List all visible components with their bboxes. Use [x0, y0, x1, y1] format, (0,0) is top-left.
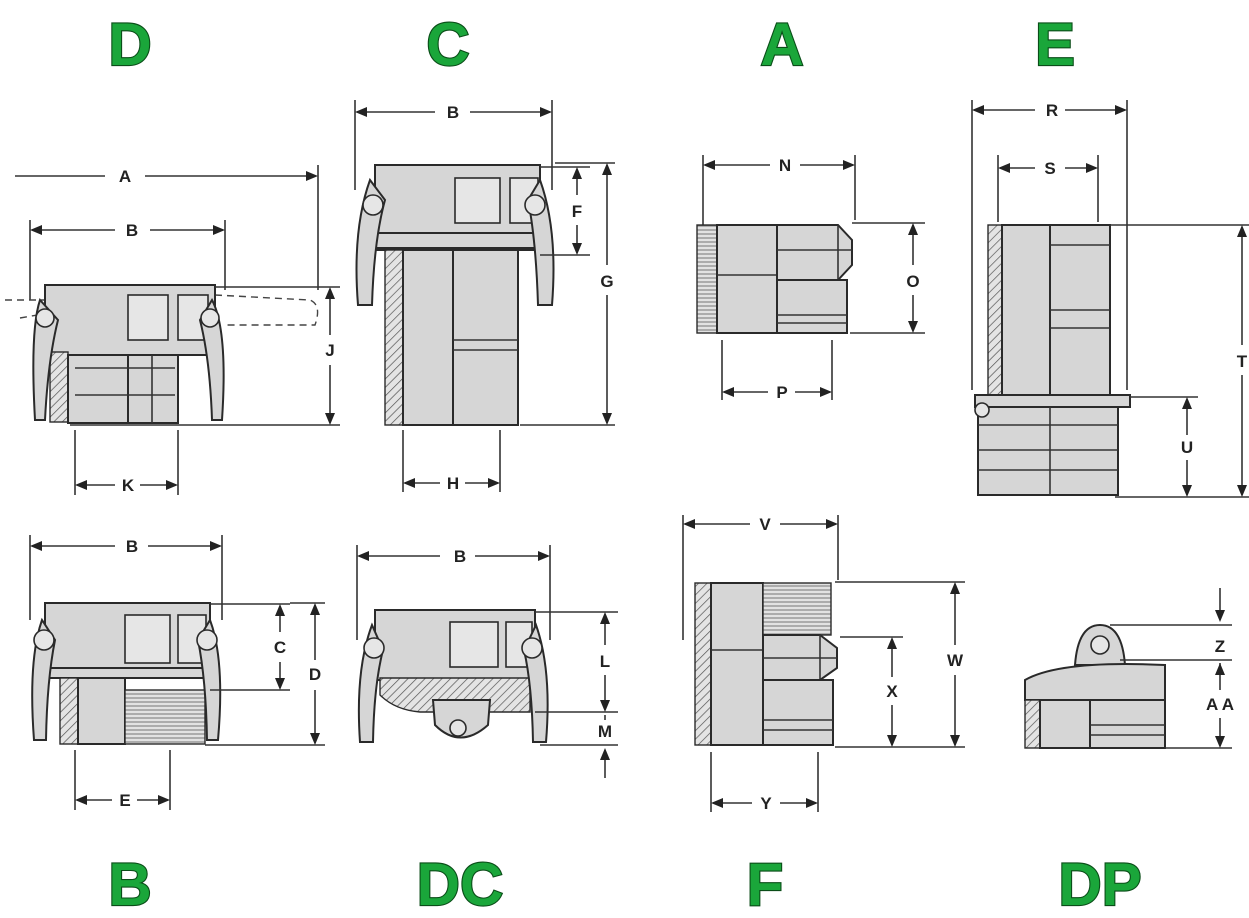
dim-label-dc-l: L	[600, 652, 610, 671]
dim-label-e-r: R	[1046, 101, 1058, 120]
dim-label-d-b: B	[126, 221, 138, 240]
dim-label-e-s: S	[1044, 159, 1055, 178]
adapter-type-e: R S T U	[971, 100, 1249, 498]
adapter-type-f: V W X Y	[682, 515, 965, 813]
adapter-type-a: N O P	[696, 155, 925, 402]
type-label-d: D	[108, 11, 151, 78]
coupler-type-c: B F G H	[354, 100, 615, 493]
dim-label-dc-b: B	[454, 547, 466, 566]
dim-label-d-a: A	[119, 167, 131, 186]
dim-label-f-v: V	[759, 515, 771, 534]
type-label-b: B	[108, 851, 151, 913]
dim-label-f-w: W	[947, 651, 964, 670]
dim-label-dp-aa: A A	[1206, 695, 1234, 714]
dim-label-d-k: K	[122, 476, 135, 495]
dim-label-b-b: B	[126, 537, 138, 556]
dim-label-f-y: Y	[760, 794, 772, 813]
dim-label-c-h: H	[447, 474, 459, 493]
type-label-dp: DP	[1058, 851, 1141, 913]
dim-label-c-b: B	[447, 103, 459, 122]
dim-label-c-f: F	[572, 202, 582, 221]
dim-label-c-g: G	[600, 272, 613, 291]
dim-label-dc-m: M	[598, 722, 612, 741]
coupler-type-d: A B J	[5, 165, 340, 495]
dim-label-a-o: O	[906, 272, 919, 291]
dim-label-b-e: E	[119, 791, 130, 810]
dim-label-d-j: J	[325, 341, 334, 360]
dim-label-e-u: U	[1181, 438, 1193, 457]
dim-label-dp-z: Z	[1215, 637, 1225, 656]
type-label-e: E	[1035, 11, 1075, 78]
dim-label-f-x: X	[886, 682, 898, 701]
dust-plug-type-dp: Z A A	[1024, 588, 1234, 749]
dim-label-a-n: N	[779, 156, 791, 175]
type-label-dc: DC	[417, 851, 504, 913]
dim-label-e-t: T	[1237, 352, 1248, 371]
type-label-c: C	[426, 11, 469, 78]
coupler-type-b: B C D E	[29, 535, 325, 810]
dust-cap-type-dc: B L M	[356, 545, 618, 778]
type-label-a: A	[760, 11, 803, 78]
dim-label-b-d: D	[309, 665, 321, 684]
dim-label-a-p: P	[776, 383, 787, 402]
type-label-f: F	[747, 851, 784, 913]
dim-label-b-c: C	[274, 638, 286, 657]
